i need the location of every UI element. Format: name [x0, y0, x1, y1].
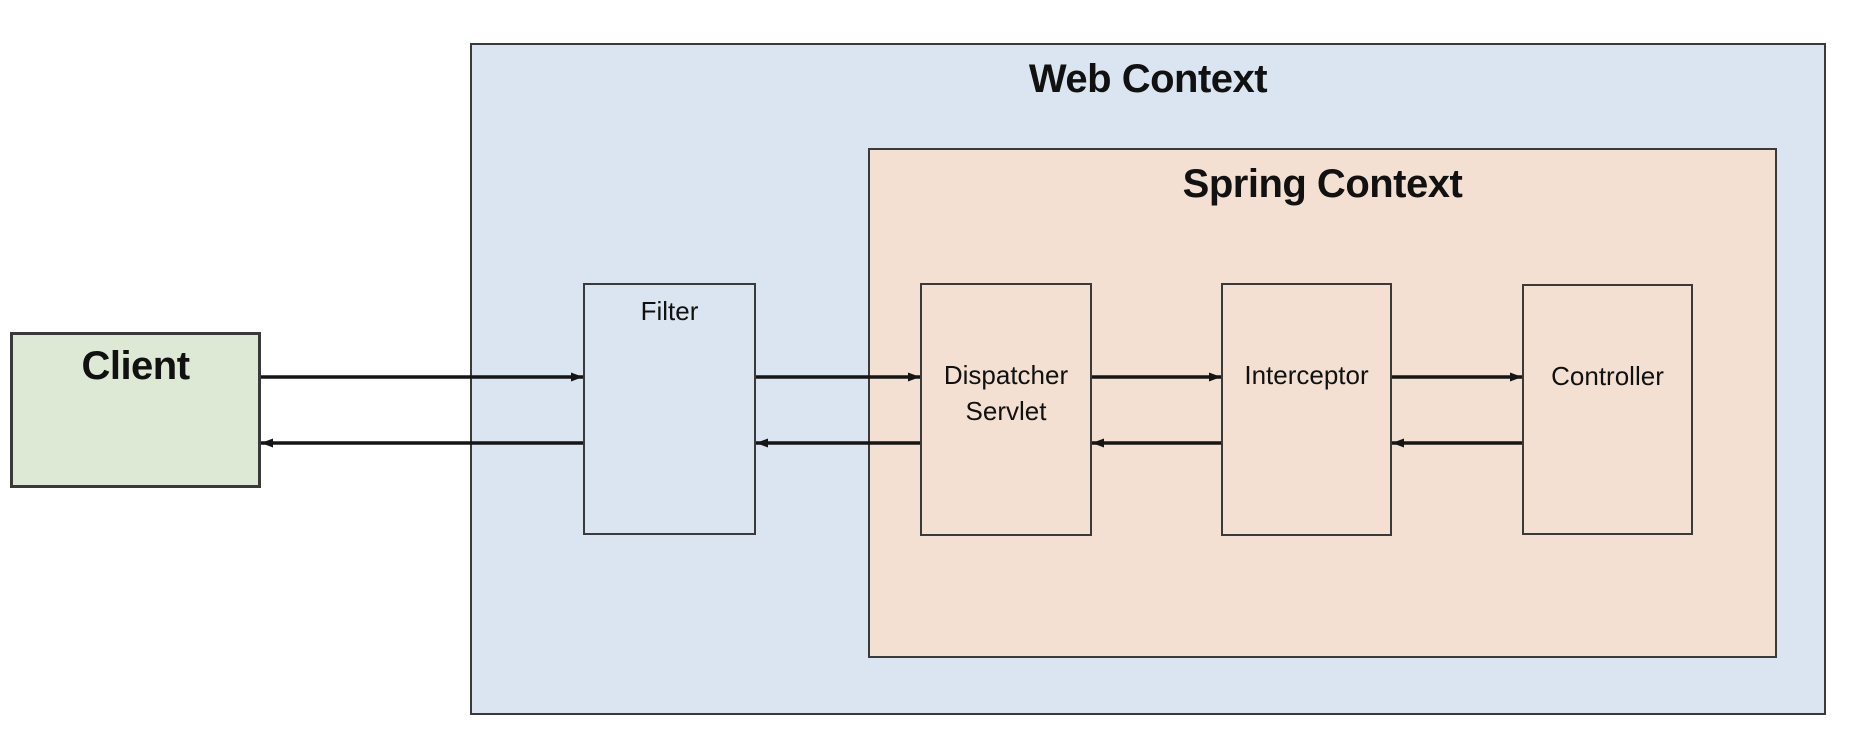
client-label: Client	[81, 344, 190, 388]
web-context-title: Web Context	[1028, 57, 1268, 101]
filter-node: Filter	[583, 283, 756, 535]
client-node: Client	[10, 332, 261, 488]
interceptor-node: Interceptor	[1221, 283, 1392, 536]
filter-label: Filter	[640, 296, 699, 326]
spring-context-title: Spring Context	[1182, 162, 1463, 206]
controller-node: Controller	[1522, 284, 1693, 535]
dispatcher-servlet-label: Dispatcher Servlet	[943, 360, 1069, 426]
dispatcher-servlet-node: Dispatcher Servlet	[920, 283, 1092, 536]
controller-label: Controller	[1551, 361, 1664, 391]
interceptor-label: Interceptor	[1244, 360, 1369, 390]
